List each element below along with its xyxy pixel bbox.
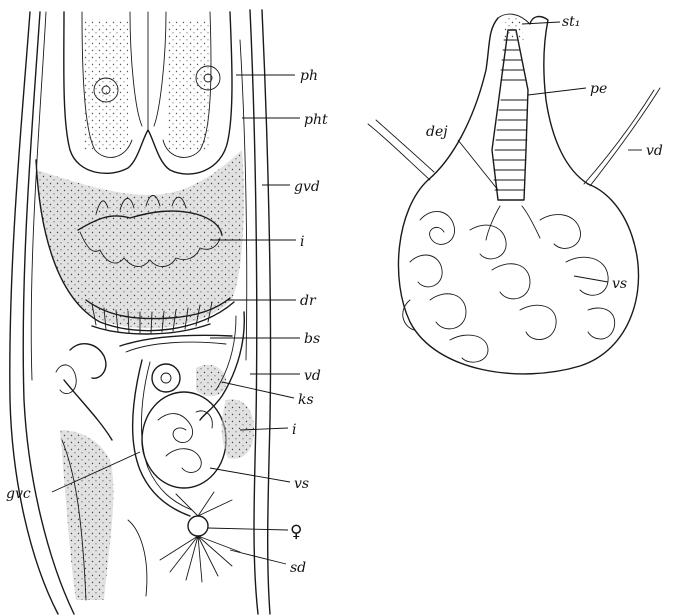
vesicle-convolutions [402, 211, 616, 363]
bulb-outline [397, 179, 640, 375]
label-pe: pe [590, 81, 607, 97]
ejaculatory-duct [491, 29, 529, 201]
label-gvc: gvc [6, 486, 31, 502]
gvc-duct [131, 359, 191, 517]
label-vs-right: vs [612, 276, 627, 292]
dr-region [85, 297, 231, 320]
label-sd: sd [290, 560, 306, 576]
sd-radiations [159, 491, 241, 583]
penis-sheath [427, 17, 499, 181]
label-dr: dr [300, 293, 317, 309]
left-leader-lines [51, 74, 300, 565]
right-leader-lines [457, 21, 642, 283]
label-gvd: gvd [294, 179, 320, 195]
label-vd-left: vd [304, 368, 321, 384]
body-wall-right-inner [249, 9, 259, 615]
label-i-upper: i [300, 234, 304, 250]
body-wall-right-outer [261, 9, 272, 615]
body-wall-left-inner [22, 11, 75, 615]
right-labels: st₁ pe dej vd vs [426, 14, 663, 292]
ks-structure [151, 363, 181, 393]
left-labels: ph pht gvd i dr bs vd ks i gvc vs ♀ sd [6, 68, 328, 576]
vas-deferens [199, 311, 246, 421]
label-pht: pht [304, 112, 328, 128]
label-female: ♀ [290, 522, 302, 542]
label-i-lower: i [292, 422, 296, 438]
left-figure [9, 9, 272, 615]
label-vs-left: vs [294, 476, 309, 492]
label-vd-right: vd [646, 143, 663, 159]
bs-structure [119, 334, 233, 347]
right-figure [367, 13, 661, 375]
label-ks: ks [298, 392, 314, 408]
label-ph: ph [300, 68, 318, 84]
label-bs: bs [304, 331, 320, 347]
label-st1: st₁ [562, 14, 580, 30]
label-dej: dej [426, 124, 448, 140]
female-pore [187, 515, 209, 537]
body-wall-left-outer [9, 11, 59, 615]
